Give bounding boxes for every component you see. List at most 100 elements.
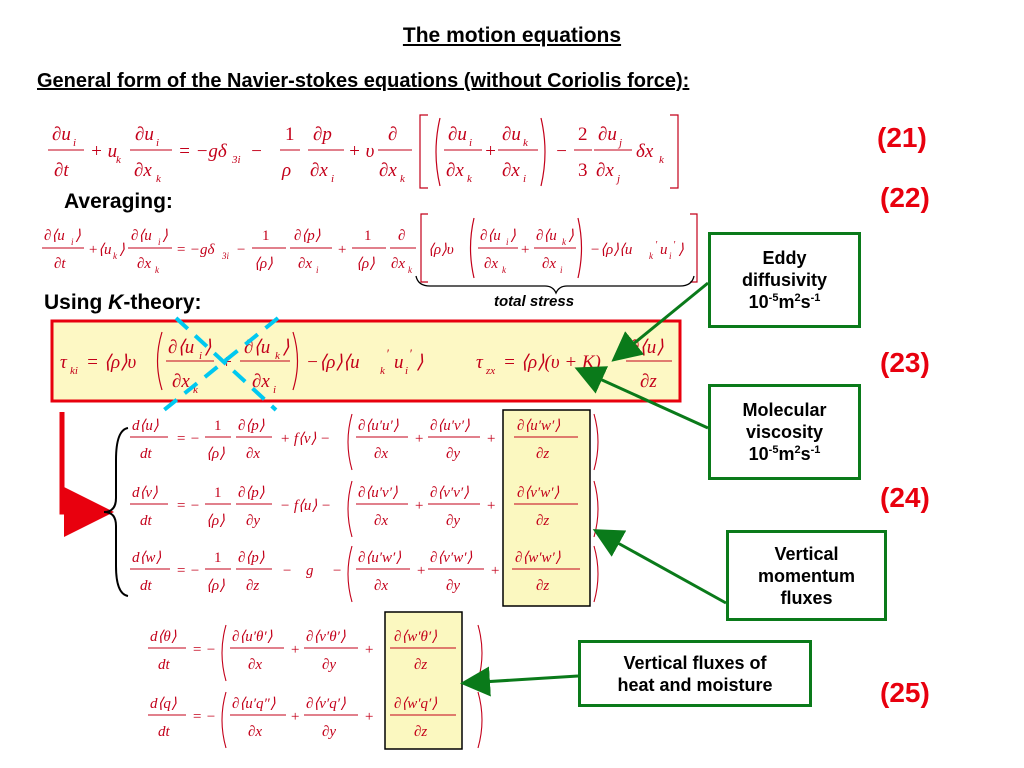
svg-text:+: + [290, 642, 300, 658]
svg-text:∂t: ∂t [54, 160, 69, 181]
svg-text:zx: zx [485, 365, 495, 377]
vertical-heat-arrow [460, 666, 579, 697]
vertical-momentum-arrow [592, 529, 727, 605]
svg-text:∂⟨p⟩: ∂⟨p⟩ [294, 228, 321, 244]
molecular-arrow [574, 366, 709, 430]
svg-text:∂x: ∂x [252, 371, 270, 392]
svg-text:dt: dt [140, 513, 153, 529]
svg-text:= −: = − [192, 642, 216, 658]
svg-text:= −: = − [176, 498, 200, 514]
svg-text:d⟨u⟩: d⟨u⟩ [132, 418, 159, 434]
svg-text:∂x: ∂x [137, 256, 151, 272]
svg-text:∂t: ∂t [54, 256, 66, 272]
svg-text:⟩: ⟩ [568, 228, 574, 244]
svg-text:d⟨q⟩: d⟨q⟩ [150, 696, 177, 712]
svg-text:= ⟨ρ⟩(υ + K): = ⟨ρ⟩(υ + K) [503, 352, 601, 373]
svg-text:k: k [502, 265, 507, 275]
svg-text:= ⟨ρ⟩υ: = ⟨ρ⟩υ [86, 352, 137, 373]
svg-text:∂z: ∂z [536, 446, 549, 462]
svg-text:⟨ρ⟩υ: ⟨ρ⟩υ [428, 242, 454, 258]
svg-text:∂u: ∂u [52, 124, 71, 145]
svg-text:∂x: ∂x [248, 724, 262, 740]
svg-text:⟩: ⟩ [510, 228, 516, 244]
svg-text:∂⟨v′q′⟩: ∂⟨v′q′⟩ [306, 696, 346, 712]
svg-text:∂y: ∂y [246, 513, 260, 529]
svg-text:i: i [405, 365, 408, 377]
svg-text:∂x: ∂x [374, 446, 388, 462]
svg-text:′: ′ [409, 346, 412, 361]
svg-text:∂⟨v′θ′⟩: ∂⟨v′θ′⟩ [306, 629, 346, 645]
svg-text:k: k [467, 173, 473, 185]
svg-text:+: + [486, 431, 496, 447]
vh-line1: Vertical fluxes of [623, 652, 767, 673]
svg-text:∂z: ∂z [536, 578, 549, 594]
svg-text:1: 1 [285, 124, 295, 145]
svg-text:∂z: ∂z [640, 371, 657, 392]
svg-text:−: − [250, 141, 263, 162]
svg-text:∂z: ∂z [414, 724, 427, 740]
molecular-value: 10-5m2s-1 [748, 444, 821, 464]
svg-text:∂x: ∂x [446, 160, 464, 181]
vm-line1: Vertical [774, 543, 839, 564]
equation-number-25: (25) [880, 677, 930, 708]
svg-text:∂⟨w′w′⟩: ∂⟨w′w′⟩ [515, 550, 561, 566]
svg-text:k: k [193, 384, 199, 396]
svg-text:∂u: ∂u [598, 124, 617, 145]
svg-text:d⟨θ⟩: d⟨θ⟩ [150, 629, 177, 645]
svg-text:∂x: ∂x [374, 513, 388, 529]
svg-text:⟨ρ⟩: ⟨ρ⟩ [206, 513, 225, 529]
svg-text:+: + [414, 431, 424, 447]
eddy-diffusivity-callout: Eddy diffusivity 10-5m2s-1 [708, 232, 861, 328]
svg-text:∂x: ∂x [298, 256, 312, 272]
using-k: K [108, 291, 124, 314]
molecular-line2: viscosity [745, 422, 824, 442]
svg-text:∂⟨u: ∂⟨u [168, 337, 194, 358]
svg-text:i: i [331, 173, 334, 185]
svg-text:∂z: ∂z [536, 513, 549, 529]
svg-text:τ: τ [60, 352, 68, 373]
svg-text:⟨ρ⟩: ⟨ρ⟩ [206, 446, 225, 462]
svg-text:∂y: ∂y [446, 446, 460, 462]
svg-text:∂z: ∂z [414, 657, 427, 673]
svg-text:= −: = − [192, 709, 216, 725]
svg-text:∂y: ∂y [322, 724, 336, 740]
vh-line2: heat and moisture [617, 674, 773, 695]
svg-text:⟩: ⟩ [75, 228, 81, 244]
svg-text:′: ′ [655, 240, 658, 251]
svg-text:−: − [236, 242, 246, 258]
svg-text:∂⟨u′v′⟩: ∂⟨u′v′⟩ [358, 485, 398, 501]
svg-text:+: + [290, 709, 300, 725]
svg-text:d⟨v⟩: d⟨v⟩ [132, 485, 158, 501]
svg-text:∂⟨u′w′⟩: ∂⟨u′w′⟩ [517, 418, 560, 434]
svg-text:i: i [523, 173, 526, 185]
svg-text:+ f⟨v⟩ −: + f⟨v⟩ − [280, 431, 330, 447]
svg-text:′: ′ [386, 346, 389, 361]
svg-text:i: i [71, 237, 74, 247]
svg-text:+ υ: + υ [348, 141, 375, 162]
svg-text:k: k [649, 251, 654, 261]
vm-line3: fluxes [780, 587, 833, 608]
svg-text:∂y: ∂y [322, 657, 336, 673]
svg-text:u: u [660, 242, 668, 258]
svg-text:−: − [555, 141, 568, 162]
svg-text:i: i [469, 137, 472, 149]
svg-text:1: 1 [262, 228, 270, 244]
svg-text:+: + [484, 141, 497, 162]
svg-text:k: k [155, 265, 160, 275]
svg-text:k: k [659, 154, 665, 166]
equation-25-theta: d⟨θ⟩ dt = − ∂⟨u′θ′⟩ ∂x + ∂⟨v′θ′⟩ ∂y + ∂⟨… [148, 624, 483, 682]
svg-text:k: k [562, 237, 567, 247]
using-suffix: -theory: [123, 291, 202, 314]
svg-text:+: + [490, 563, 500, 579]
svg-text:= −gδ: = −gδ [178, 141, 228, 162]
svg-text:∂⟨v′v′⟩: ∂⟨v′v′⟩ [430, 485, 469, 501]
svg-text:dt: dt [140, 446, 153, 462]
svg-text:∂⟨u: ∂⟨u [44, 228, 65, 244]
svg-text:1: 1 [214, 418, 222, 434]
equation-number-21: (21) [877, 122, 927, 153]
svg-text:∂u: ∂u [448, 124, 467, 145]
equation-number-22: (22) [880, 182, 930, 213]
svg-text:⟩: ⟩ [416, 352, 424, 373]
svg-text:k: k [116, 154, 122, 166]
